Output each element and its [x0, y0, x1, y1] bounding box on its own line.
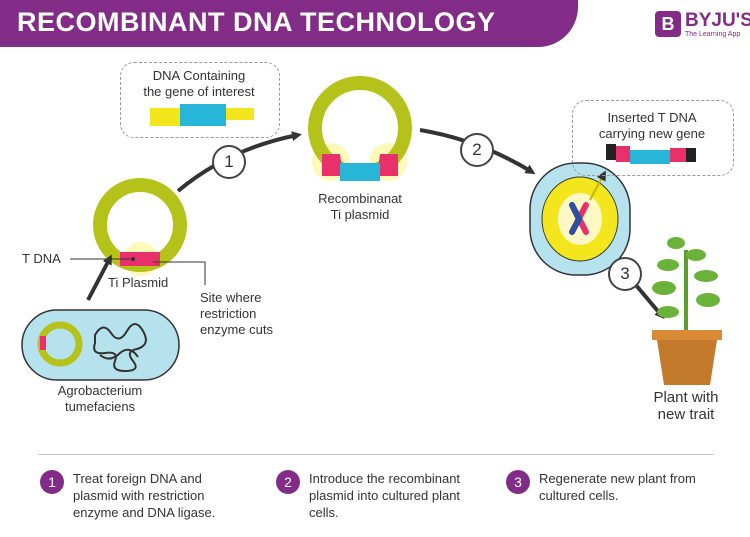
arrow-agro-to-plasmid: [86, 254, 112, 301]
plant-cell-icon: [529, 162, 631, 276]
byjus-logo[interactable]: B BYJU'S The Learning App: [655, 11, 750, 41]
step-3-badge: 3: [506, 470, 530, 494]
step-2-marker: 2: [460, 133, 494, 167]
ti-plasmid-icon: [93, 178, 187, 276]
agrobacterium-icon: [21, 309, 180, 381]
t-dna-label: T DNA: [22, 251, 61, 266]
step-1-badge: 1: [40, 470, 64, 494]
step-1-marker: 1: [212, 145, 246, 179]
site-pointer: [153, 261, 206, 285]
title-banner: RECOMBINANT DNA TECHNOLOGY: [0, 0, 578, 47]
logo-mark: B: [655, 11, 681, 37]
inserted-tdna-icon: [606, 144, 696, 164]
dna-interest-callout: [120, 62, 280, 138]
step-2-badge: 2: [276, 470, 300, 494]
page-title: RECOMBINANT DNA TECHNOLOGY: [17, 7, 496, 37]
step-1-text: Treat foreign DNA and plasmid with restr…: [73, 471, 216, 520]
step-2-text: Introduce the recombinant plasmid into c…: [309, 471, 461, 520]
recombinant-plasmid-icon: [308, 76, 412, 181]
ti-plasmid-label: Ti Plasmid: [108, 275, 169, 290]
step-3-text: Regenerate new plant from cultured cells…: [539, 471, 696, 503]
logo-name: BYJU'S: [685, 10, 750, 31]
dna-fragment-icon: [150, 104, 254, 126]
plant-icon: [652, 237, 722, 385]
inserted-tdna-callout: [572, 100, 734, 176]
step-3-marker: 3: [608, 257, 642, 291]
footer-divider: [38, 454, 714, 455]
logo-tagline: The Learning App: [685, 31, 741, 38]
